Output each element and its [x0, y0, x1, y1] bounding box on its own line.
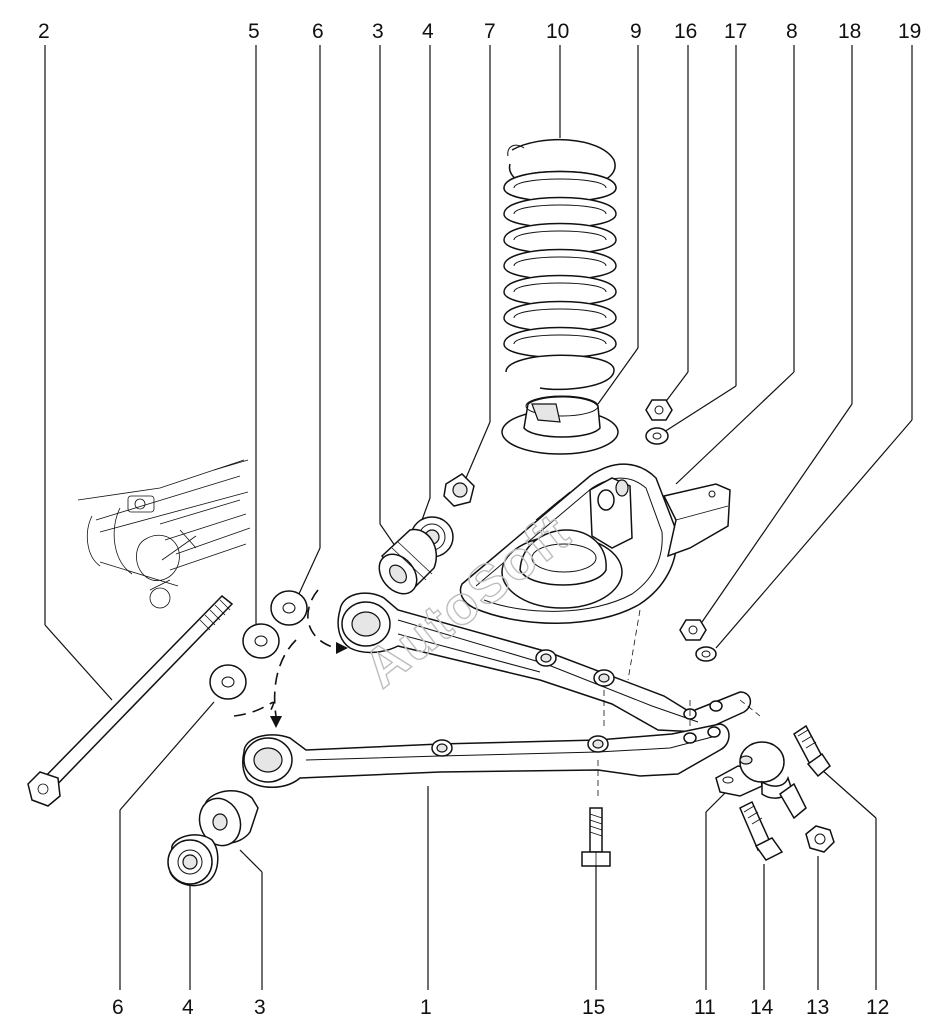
- upper-bushing-assembly: [378, 516, 454, 595]
- callout-13-bottom: 13: [806, 996, 829, 1019]
- coil-spring-10: [503, 138, 617, 391]
- callout-1-bottom: 1: [420, 996, 432, 1019]
- bolt-14: [739, 800, 784, 861]
- washer-5: [242, 623, 280, 659]
- bushing-3-upper: [378, 528, 438, 595]
- nut-16: [645, 399, 673, 421]
- bushing-3-lower: [198, 790, 259, 847]
- nut-13: [805, 825, 835, 853]
- spring-support-8: [459, 463, 731, 624]
- washers: [209, 590, 308, 700]
- callout-10-top: 10: [546, 20, 569, 43]
- callout-2-top: 2: [38, 20, 50, 43]
- callout-6-top: 6: [312, 20, 324, 43]
- washer-17: [645, 427, 669, 445]
- assembly-centrelines: [597, 609, 761, 800]
- callout-15-bottom: 15: [582, 996, 605, 1019]
- callout-4-top: 4: [422, 20, 434, 43]
- ball-joint-11: [715, 741, 807, 820]
- callout-5-top: 5: [248, 20, 260, 43]
- bottom-callouts: 6 4 3 1 15 11 14 13 12: [112, 996, 889, 1019]
- bolt-12: [793, 724, 831, 778]
- callout-17-top: 17: [724, 20, 747, 43]
- washer-6-lower: [209, 664, 247, 700]
- lower-bushing-assembly: [167, 790, 259, 887]
- bolt-15: [581, 807, 611, 867]
- nut-18: [679, 619, 707, 641]
- washer-6-upper: [270, 590, 308, 626]
- callout-6-bottom: 6: [112, 996, 124, 1019]
- callout-12-bottom: 12: [866, 996, 889, 1019]
- leader-lines: [44, 45, 913, 990]
- callout-16-top: 16: [674, 20, 697, 43]
- washer-19: [695, 646, 717, 662]
- callout-7-top: 7: [484, 20, 496, 43]
- spacer-7: [443, 473, 475, 507]
- callout-9-top: 9: [630, 20, 642, 43]
- background-frame-assembly: [77, 459, 251, 609]
- callout-4-bottom: 4: [182, 996, 194, 1019]
- lower-control-arm-1: [242, 723, 730, 788]
- callout-3-top: 3: [372, 20, 384, 43]
- upper-control-arm: [337, 592, 752, 733]
- bushing-4-lower: [167, 834, 219, 887]
- assembly-arrows: [233, 589, 348, 728]
- callout-18-top: 18: [838, 20, 861, 43]
- callout-14-bottom: 14: [750, 996, 774, 1019]
- long-bolt-2: [27, 594, 234, 807]
- callout-8-top: 8: [786, 20, 798, 43]
- callout-19-top: 19: [898, 20, 921, 43]
- top-callouts: 2 5 6 3 4 7 10 9 16 17 8 18 19: [38, 20, 921, 43]
- spring-seat-9: [501, 395, 619, 455]
- callout-11-bottom: 11: [694, 996, 716, 1019]
- callout-3-bottom: 3: [254, 996, 266, 1019]
